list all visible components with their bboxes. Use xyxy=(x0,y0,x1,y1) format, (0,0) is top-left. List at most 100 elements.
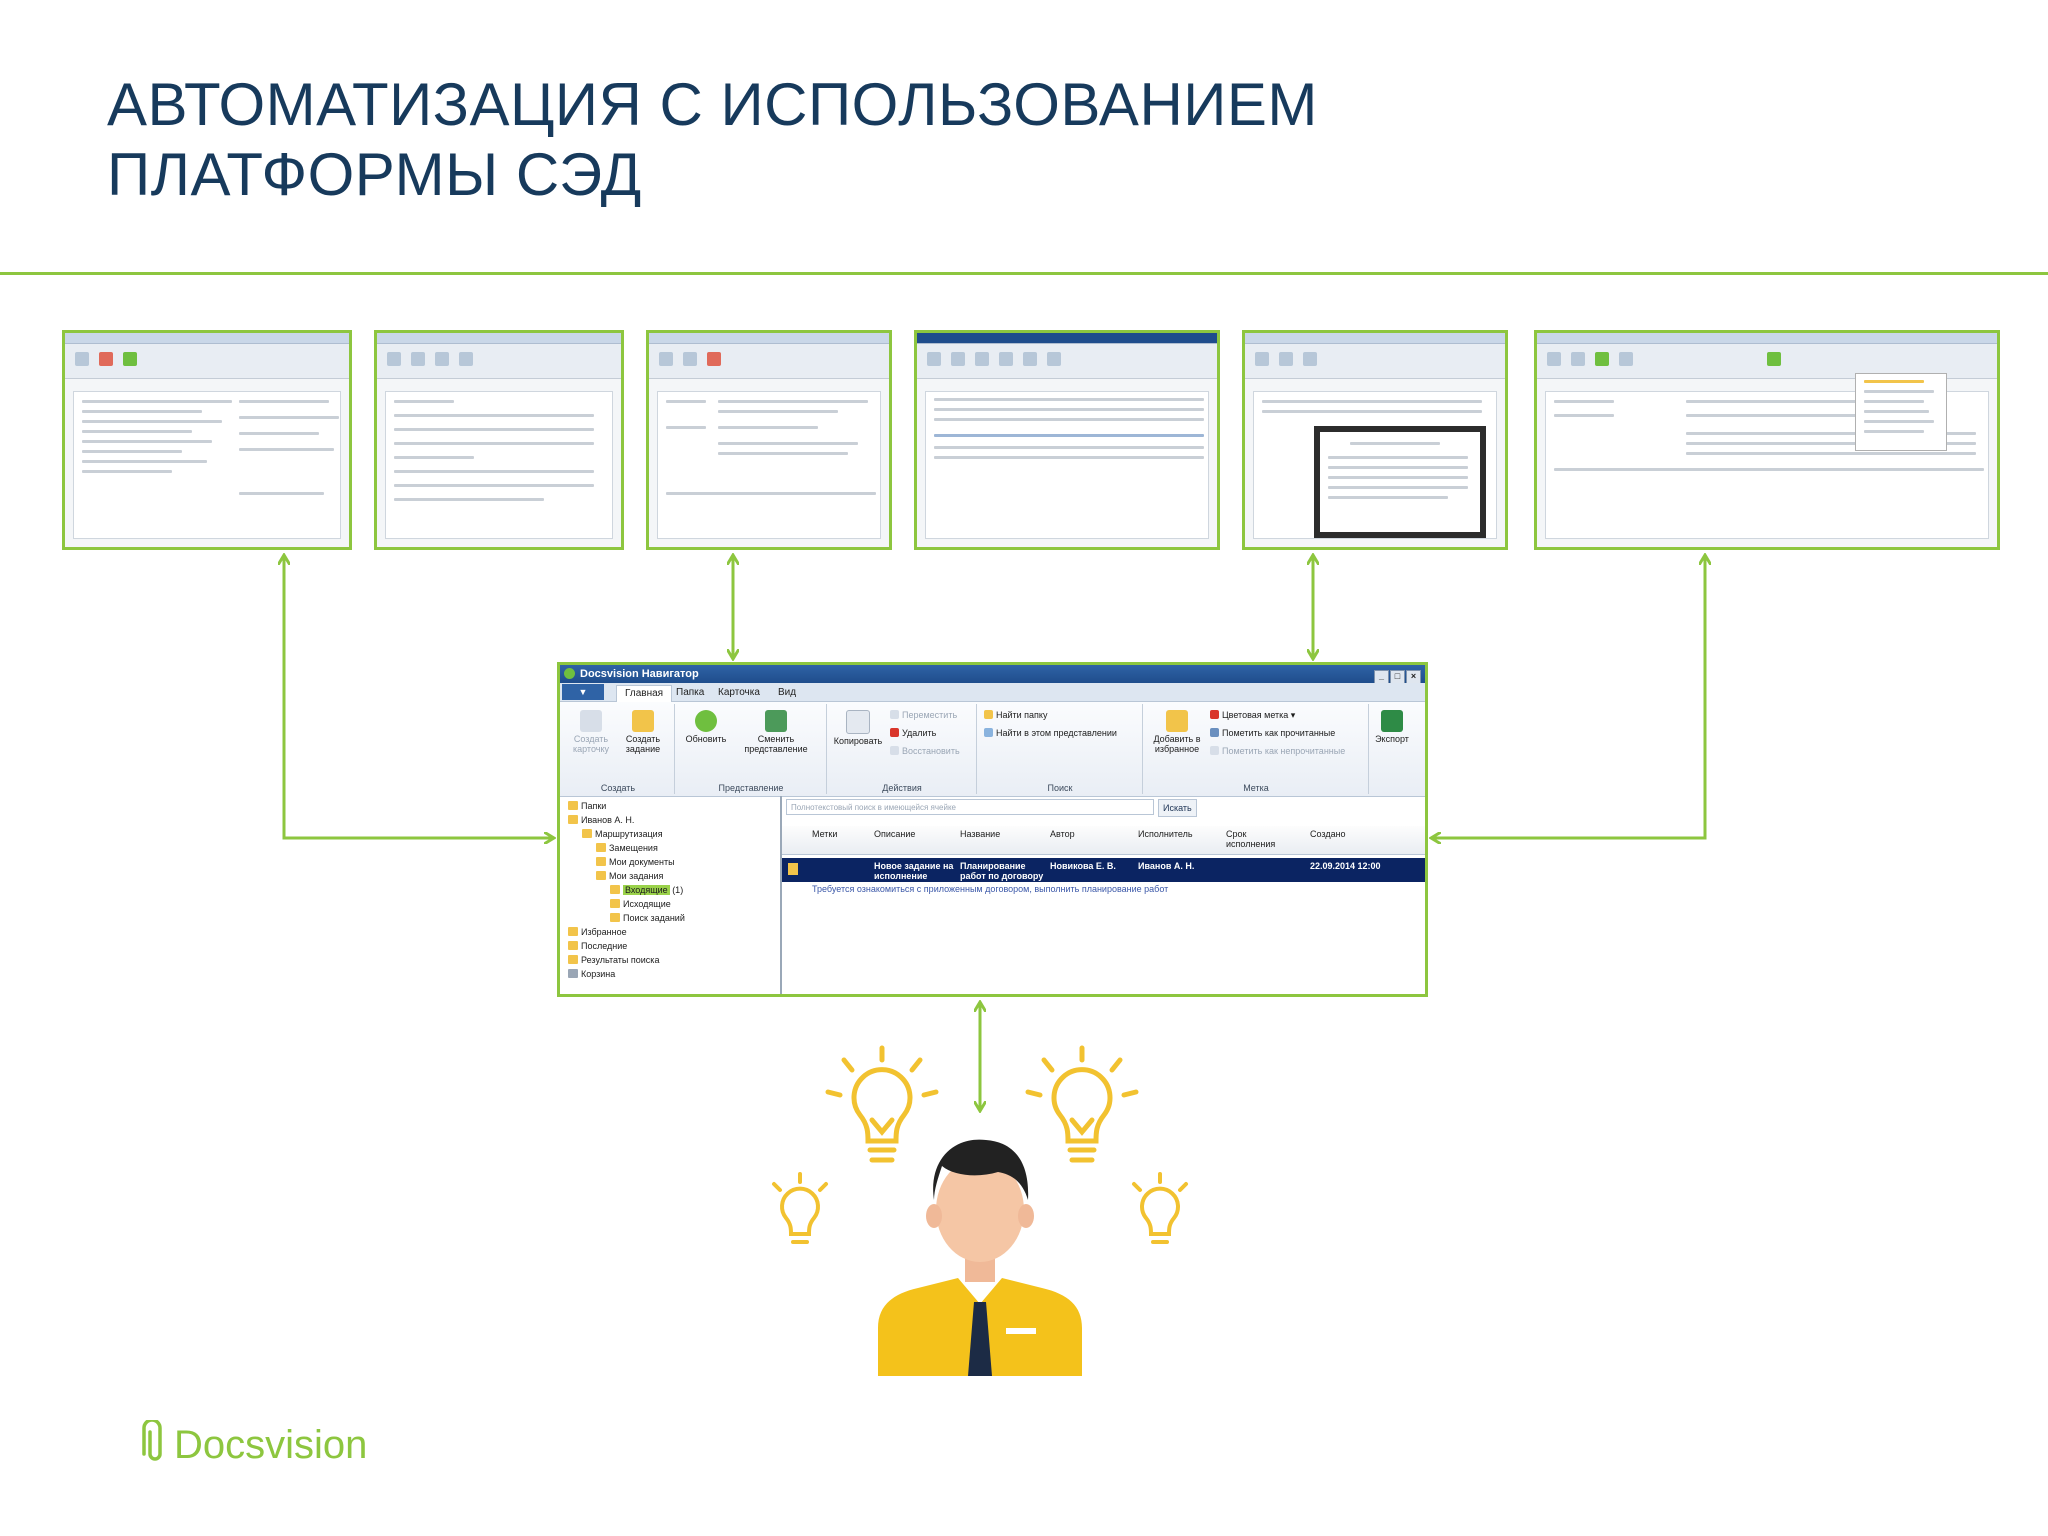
refresh-icon xyxy=(695,710,717,732)
tree-item-search-results[interactable]: Результаты поиска xyxy=(568,954,659,966)
group-label-create: Создать xyxy=(600,783,636,793)
tree-item-my-documents[interactable]: Мои документы xyxy=(596,856,675,868)
tree-item-routing[interactable]: Маршрутизация xyxy=(582,828,663,840)
copy-button[interactable]: Копировать xyxy=(832,710,884,746)
tree-item-recent[interactable]: Последние xyxy=(568,940,627,952)
ribbon-group-create: Создать карточку Создать задание Создать xyxy=(562,704,675,794)
group-label-search: Поиск xyxy=(1047,783,1073,793)
tree-item-task-search[interactable]: Поиск заданий xyxy=(610,912,685,924)
app-icon xyxy=(564,668,575,679)
maximize-button[interactable]: □ xyxy=(1390,670,1405,684)
trash-icon xyxy=(568,969,578,978)
slide-title: АВТОМАТИЗАЦИЯ С ИСПОЛЬЗОВАНИЕМ ПЛАТФОРМЫ… xyxy=(107,70,1318,210)
tab-folder[interactable]: Папка xyxy=(676,687,705,698)
tab-card[interactable]: Карточка xyxy=(718,687,760,698)
excel-icon xyxy=(1381,710,1403,732)
restore-icon xyxy=(890,746,899,755)
user-folder-icon xyxy=(568,815,578,824)
folder-icon xyxy=(596,843,606,852)
checkbox-empty-icon xyxy=(1210,746,1219,755)
checkbox-icon xyxy=(1210,728,1219,737)
tree-item-inbox[interactable]: Входящие (1) xyxy=(610,884,683,896)
column-due-date[interactable]: Срок исполнения xyxy=(1226,829,1276,849)
folder-icon xyxy=(610,913,620,922)
change-view-button[interactable]: Сменить представление xyxy=(732,710,820,754)
find-folder-button[interactable]: Найти папку xyxy=(984,710,1047,721)
window-title: Docsvision Навигатор xyxy=(580,668,699,680)
user-illustration xyxy=(772,1045,1188,1376)
group-label-mark: Метка xyxy=(1243,783,1269,793)
cell-name: Планирование работ по договору xyxy=(960,861,1044,881)
restore-button[interactable]: Восстановить xyxy=(890,746,960,757)
color-mark-icon xyxy=(1210,710,1219,719)
cell-executor: Иванов А. Н. xyxy=(1138,861,1195,871)
delete-button[interactable]: Удалить xyxy=(890,728,936,739)
ribbon-group-view: Обновить Сменить представление Представл… xyxy=(676,704,827,794)
folder-icon xyxy=(610,899,620,908)
screenshot-thumbnail-1 xyxy=(62,330,352,550)
column-created[interactable]: Создано xyxy=(1310,829,1346,839)
group-label-actions: Действия xyxy=(882,783,922,793)
card-icon xyxy=(580,710,602,732)
navigator-window: Docsvision Навигатор _□× ▼ Главная Папка… xyxy=(557,662,1428,997)
close-button[interactable]: × xyxy=(1406,670,1421,684)
minimize-button[interactable]: _ xyxy=(1374,670,1389,684)
fulltext-search-input[interactable]: Полнотекстовый поиск в имеющейся ячейке xyxy=(786,799,1154,815)
screenshot-thumbnail-2 xyxy=(374,330,624,550)
mark-read-button[interactable]: Пометить как прочитанные xyxy=(1210,728,1335,739)
mark-unread-button[interactable]: Пометить как непрочитанные xyxy=(1210,746,1345,757)
search-icon xyxy=(984,728,993,737)
folder-icon xyxy=(582,829,592,838)
ribbon-group-search: Найти папку Найти в этом представлении П… xyxy=(978,704,1143,794)
tree-item-user[interactable]: Иванов А. Н. xyxy=(568,814,634,826)
refresh-button[interactable]: Обновить xyxy=(682,710,730,744)
folder-icon xyxy=(568,941,578,950)
title-divider xyxy=(0,272,2048,275)
tree-item-substitutions[interactable]: Замещения xyxy=(596,842,658,854)
task-icon xyxy=(788,863,798,875)
tree-item-folders[interactable]: Папки xyxy=(568,800,606,812)
add-favorites-button[interactable]: Добавить в избранное xyxy=(1146,710,1208,754)
screenshot-thumbnail-3 xyxy=(646,330,892,550)
create-card-button[interactable]: Создать карточку xyxy=(566,710,616,754)
tree-item-outbox[interactable]: Исходящие xyxy=(610,898,671,910)
tree-item-favorites[interactable]: Избранное xyxy=(568,926,627,938)
color-mark-dropdown[interactable]: Цветовая метка ▾ xyxy=(1210,710,1295,721)
window-title-bar: Docsvision Навигатор _□× xyxy=(560,665,1425,684)
create-task-button[interactable]: Создать задание xyxy=(618,710,668,754)
column-executor[interactable]: Исполнитель xyxy=(1138,829,1193,839)
find-in-view-button[interactable]: Найти в этом представлении xyxy=(984,728,1117,739)
column-description[interactable]: Описание xyxy=(874,829,916,839)
export-button[interactable]: Экспорт xyxy=(1370,710,1414,744)
tab-main[interactable]: Главная xyxy=(616,685,673,702)
copy-icon xyxy=(846,710,870,734)
ribbon: Создать карточку Создать задание Создать… xyxy=(560,702,1425,797)
cell-created: 22.09.2014 12:00 xyxy=(1310,861,1381,871)
paperclip-icon xyxy=(142,1420,162,1461)
ribbon-group-actions: Копировать Переместить Удалить Восстанов… xyxy=(828,704,977,794)
column-author[interactable]: Автор xyxy=(1050,829,1075,839)
move-icon xyxy=(890,710,899,719)
delete-icon xyxy=(890,728,899,737)
arrow-right-connector xyxy=(1432,556,1705,838)
docsvision-logo: Docsvision xyxy=(142,1420,367,1468)
slide-title-line-1: АВТОМАТИЗАЦИЯ С ИСПОЛЬЗОВАНИЕМ xyxy=(107,71,1318,138)
move-button[interactable]: Переместить xyxy=(890,710,957,721)
slide-title-line-2: ПЛАТФОРМЫ СЭД xyxy=(107,141,642,208)
bulb-icon xyxy=(772,1172,828,1244)
tab-view[interactable]: Вид xyxy=(778,687,797,698)
grid-header: Метки Описание Название Автор Исполнител… xyxy=(782,826,1425,855)
cell-description: Новое задание на исполнение xyxy=(874,861,954,881)
tree-item-my-tasks[interactable]: Мои задания xyxy=(596,870,663,882)
column-name[interactable]: Название xyxy=(960,829,1001,839)
table-row[interactable]: Новое задание на исполнение Планирование… xyxy=(782,858,1425,882)
app-menu-button[interactable]: ▼ xyxy=(562,684,604,700)
view-icon xyxy=(765,710,787,732)
column-marks[interactable]: Метки xyxy=(812,829,838,839)
logo-text: Docsvision xyxy=(174,1423,368,1467)
tree-item-trash[interactable]: Корзина xyxy=(568,968,615,980)
folder-icon xyxy=(568,927,578,936)
folder-search-icon xyxy=(984,710,993,719)
person-icon xyxy=(878,1139,1082,1376)
find-button[interactable]: Искать xyxy=(1158,799,1197,817)
